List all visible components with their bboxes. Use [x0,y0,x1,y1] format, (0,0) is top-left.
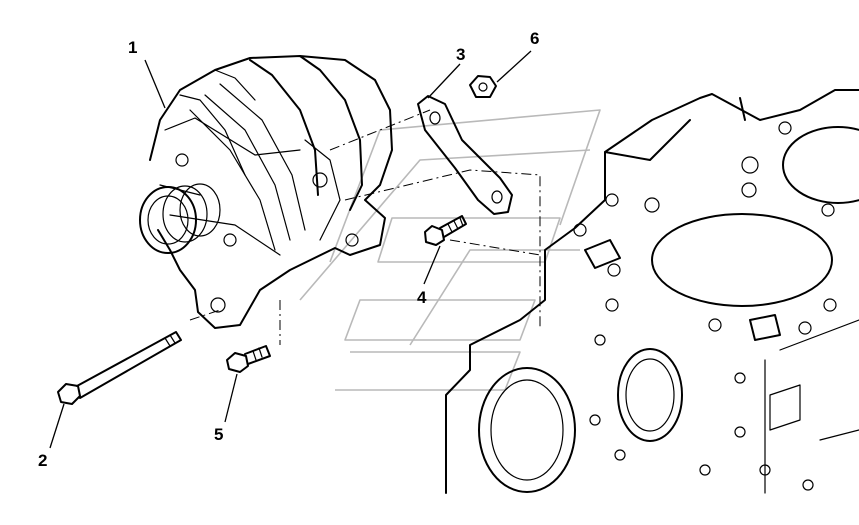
callout-4: 4 [417,288,427,307]
leader-lines [49,50,532,449]
callout-6: 6 [530,29,539,48]
bracket [417,95,513,215]
engine-block [445,89,859,494]
bracket-bolt [424,215,467,246]
callout-2: 2 [38,451,47,470]
alignment-lines [189,109,541,345]
callout-5: 5 [214,425,223,444]
callout-1: 1 [128,38,137,57]
mount-bolt [226,345,271,373]
nut [469,75,497,98]
callout-3: 3 [456,45,465,64]
long-bolt [57,331,182,405]
watermark-logo [299,109,601,391]
alternator [139,55,393,329]
